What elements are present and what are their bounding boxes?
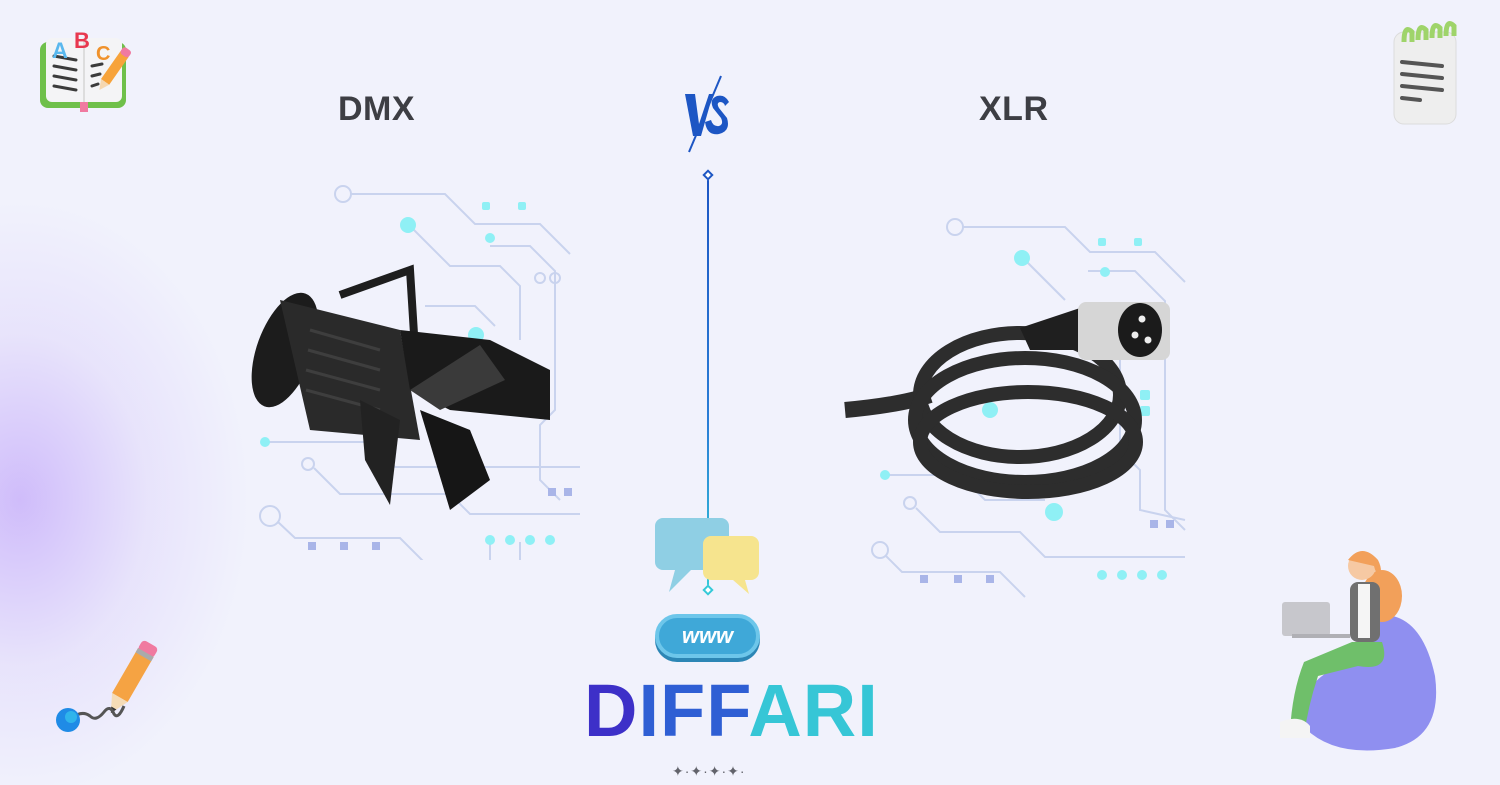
svg-text:B: B [74,28,90,53]
logo-part-d: D [584,669,639,752]
right-item-title: XLR [979,90,1049,128]
divider-line [707,176,709,588]
logo-part-ari: ARI [748,669,879,752]
sparkle-divider: ✦·✦·✦·✦· [672,763,746,779]
svg-text:C: C [96,43,110,65]
notepad-icon [1393,21,1457,125]
vs-icon [685,75,729,153]
dmx-spotlight-illustration [251,185,580,560]
logo-part-iff: IFF [638,669,749,752]
svg-text:A: A [52,38,68,63]
pencil-doodle-icon [56,640,158,732]
xlr-cable-illustration [844,218,1186,598]
www-badge: www [655,614,760,658]
diffari-logo: DIFFARI [584,674,879,748]
abc-book-icon: A B C [40,28,131,112]
chat-bubbles-icon [655,518,759,594]
woman-on-beanbag-laptop-illustration [1280,551,1437,751]
left-item-title: DMX [338,90,416,128]
